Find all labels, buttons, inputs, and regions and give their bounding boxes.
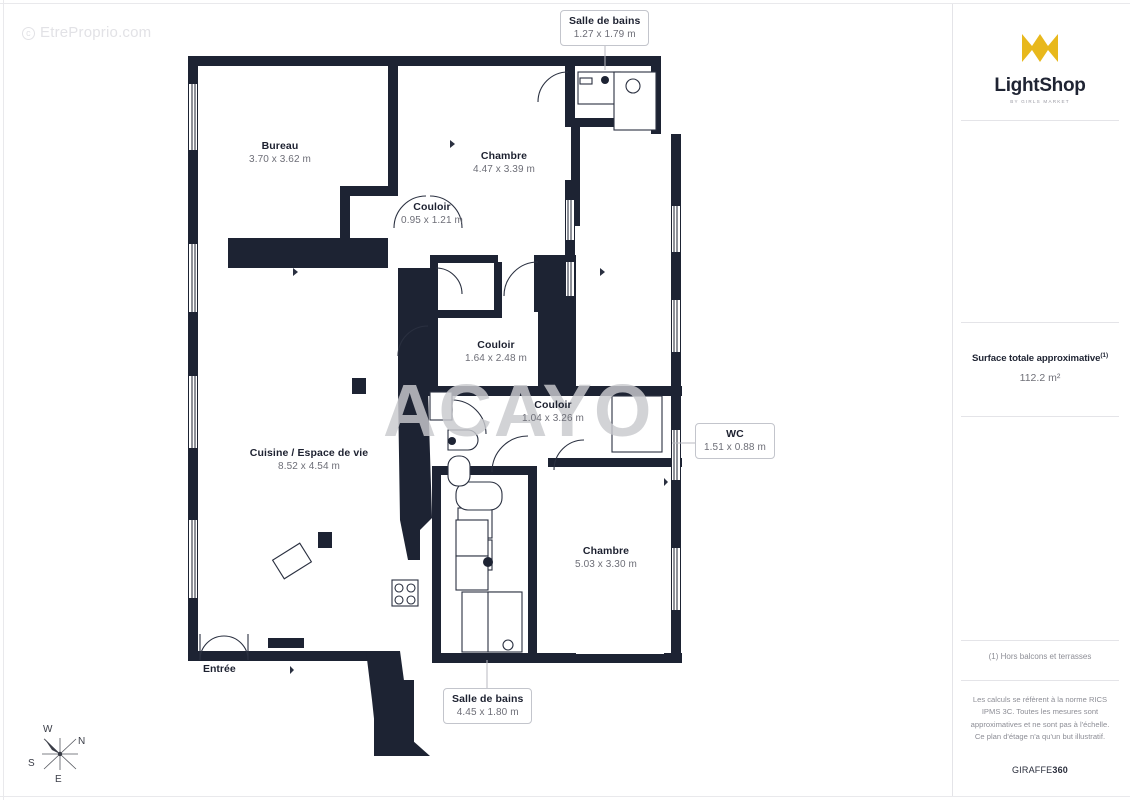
room-dimensions: 1.64 x 2.48 m — [465, 353, 527, 364]
room-name: Chambre — [582, 545, 630, 557]
compass-rose: W N S E — [28, 724, 85, 785]
page-frame-bottom — [0, 796, 1130, 797]
giraffe360-prefix: GIRAFFE — [1011, 765, 1053, 775]
entrance-label: Entrée — [203, 663, 236, 675]
floor-plan-drawing — [188, 46, 696, 756]
total-surface-block: Surface totale approximative(1) 112.2 m² — [953, 352, 1127, 384]
plan-columns — [268, 378, 366, 648]
brand-subtitle: BY GIRLS MARKET — [1010, 99, 1070, 104]
plan-window-frames — [191, 84, 678, 659]
room-label-wc: WC 1.51 x 0.88 m — [695, 423, 775, 459]
panel-divider — [961, 416, 1119, 417]
room-label-bureau: Bureau 3.70 x 3.62 m — [222, 140, 338, 165]
giraffe360-suffix: 360 — [1052, 765, 1069, 775]
plan-fixtures — [271, 71, 663, 653]
panel-divider — [961, 640, 1119, 641]
room-label-salle-de-bains-haut: Salle de bains 1.27 x 1.79 m — [560, 10, 650, 46]
room-name: WC — [726, 428, 744, 440]
room-name: Salle de bains — [452, 693, 524, 705]
compass-center — [57, 751, 63, 757]
room-dimensions: 1.04 x 3.26 m — [522, 413, 584, 424]
page-frame-top — [0, 3, 1130, 4]
room-label-salle-de-bains-bas: Salle de bains 4.45 x 1.80 m — [443, 688, 533, 724]
room-label-chambre-haut: Chambre 4.47 x 3.39 m — [448, 150, 560, 175]
panel-divider — [961, 680, 1119, 681]
room-name: Bureau — [261, 140, 299, 152]
room-dimensions: 1.51 x 0.88 m — [704, 442, 766, 453]
plan-leader-lines — [486, 46, 696, 692]
compass-label-north: N — [78, 736, 85, 747]
panel-footnote: (1) Hors balcons et terrasses — [988, 652, 1092, 661]
giraffe360-brand: GIRAFFE360 — [953, 765, 1127, 775]
room-name: Cuisine / Espace de vie — [249, 447, 369, 459]
room-dimensions: 5.03 x 3.30 m — [575, 559, 637, 570]
brand-name: LightShop — [994, 75, 1086, 96]
compass-label-east: E — [55, 774, 62, 785]
panel-divider — [961, 120, 1119, 121]
room-name: Salle de bains — [569, 15, 641, 27]
room-dimensions: 4.47 x 3.39 m — [473, 164, 535, 175]
room-label-cuisine: Cuisine / Espace de vie 8.52 x 4.54 m — [222, 447, 396, 472]
provider-watermark-text: EtreProprio.com — [40, 24, 152, 41]
compass-needle — [44, 738, 60, 754]
room-dimensions: 1.27 x 1.79 m — [573, 29, 636, 40]
plan-fixture-dots — [448, 76, 609, 567]
page-frame-left — [3, 0, 4, 800]
room-label-couloir-1: Couloir 0.95 x 1.21 m — [380, 201, 484, 226]
room-name: Couloir — [534, 399, 572, 411]
brand-logo: LightShop BY GIRLS MARKET — [953, 32, 1127, 104]
footnote-marker: (1) — [1100, 352, 1109, 359]
room-label-chambre-bas: Chambre 5.03 x 3.30 m — [550, 545, 662, 570]
provider-watermark: c EtreProprio.com — [22, 24, 151, 41]
plan-window-openings — [189, 84, 680, 654]
room-dimensions: 4.45 x 1.80 m — [456, 707, 519, 718]
room-name: Couloir — [477, 339, 515, 351]
room-label-couloir-3: Couloir 1.04 x 3.26 m — [500, 399, 606, 424]
compass-label-south: S — [28, 758, 35, 769]
room-name: Couloir — [413, 201, 451, 213]
overlay-watermark: ACAYO — [383, 369, 654, 452]
copyright-icon: c — [22, 27, 35, 40]
room-dimensions: 0.95 x 1.21 m — [401, 215, 463, 226]
room-label-couloir-2: Couloir 1.64 x 2.48 m — [443, 339, 549, 364]
lightshop-logo-icon — [1022, 34, 1058, 62]
panel-divider — [961, 322, 1119, 323]
total-surface-value: 112.2 m² — [1019, 372, 1061, 385]
room-dimensions: 3.70 x 3.62 m — [249, 154, 311, 165]
info-panel: LightShop BY GIRLS MARKET Surface totale… — [952, 4, 1126, 796]
total-surface-title-text: Surface totale approximative — [971, 353, 1101, 365]
plan-dimension-ticks — [290, 140, 668, 674]
total-surface-title: Surface totale approximative(1) — [953, 352, 1127, 364]
room-name: Chambre — [480, 150, 528, 162]
room-dimensions: 8.52 x 4.54 m — [278, 461, 340, 472]
panel-disclaimer: Les calculs se réfèrent à la norme RICS … — [970, 695, 1110, 741]
compass-label-west: W — [43, 724, 53, 735]
